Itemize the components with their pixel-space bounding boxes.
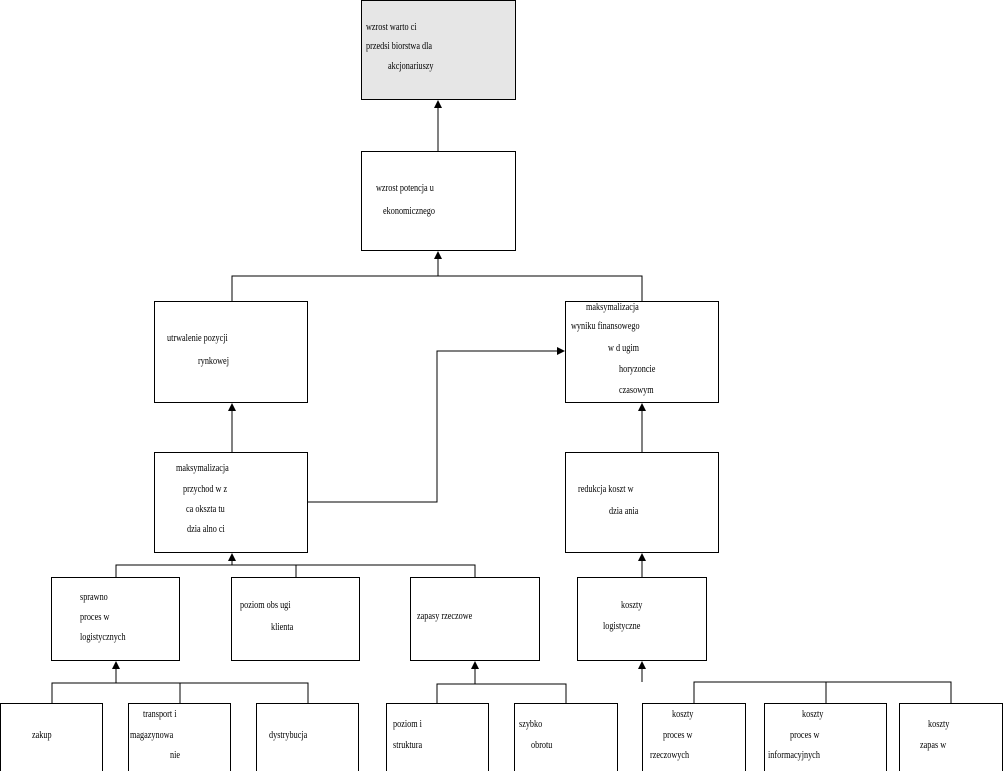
node-label-line: sprawno (80, 592, 108, 603)
branch-connector (436, 683, 567, 703)
arrow-connector (308, 347, 565, 503)
node-label-line: nie (170, 750, 181, 761)
node-logistics-process-efficiency (51, 577, 180, 661)
branch-connector (231, 275, 643, 301)
node-label-line: wzrost potencja u (376, 183, 434, 194)
node-label-line: proces w (790, 730, 820, 741)
node-label-line: przedsi biorstwa dla (366, 41, 433, 52)
node-distribution (256, 703, 359, 771)
node-label-line: szybko (519, 719, 543, 730)
node-inventory (410, 577, 540, 661)
node-label-line: w d ugim (608, 343, 639, 354)
node-label-line: redukcja koszt w (578, 484, 634, 495)
node-label-line: ekonomicznego (383, 206, 435, 217)
node-material-process-costs (642, 703, 746, 771)
node-financial-result-maximization (565, 301, 719, 403)
node-label-line: wzrost warto ci (366, 22, 417, 33)
node-label-line: magazynowa (130, 730, 174, 741)
node-label-line: horyzoncie (619, 364, 656, 375)
node-label-line: przychod w z (183, 484, 228, 495)
node-label-line: informacyjnych (768, 750, 820, 761)
node-company-value-growth (361, 0, 516, 100)
node-label-line: utrwalenie pozycji (167, 333, 228, 344)
node-label-line: proces w (663, 730, 693, 741)
node-market-position (154, 301, 308, 403)
node-label-line: rynkowej (198, 356, 229, 367)
node-transport-warehousing (128, 703, 231, 771)
node-label-line: maksymalizacja (176, 463, 229, 474)
node-label-line: rzeczowych (650, 750, 690, 761)
node-label-line: wyniku finansowego (571, 321, 640, 332)
node-turnover-speed (514, 703, 618, 771)
node-label-line: akcjonariuszy (388, 61, 434, 72)
branch-connector (693, 681, 952, 703)
node-label-line: koszty (621, 600, 643, 611)
node-label-line: zapas w (920, 740, 947, 751)
node-label-line: koszty (802, 709, 824, 720)
node-revenue-maximization (154, 452, 308, 553)
node-label-line: dystrybucja (269, 730, 308, 741)
node-label-line: klienta (271, 622, 294, 633)
node-label-line: ca okszta tu (186, 504, 225, 515)
node-logistics-costs (577, 577, 707, 661)
node-inventory-level-structure (386, 703, 489, 771)
node-economic-potential-growth (361, 151, 516, 251)
node-label-line: struktura (393, 740, 423, 751)
node-label-line: czasowym (619, 385, 654, 396)
node-customer-service-level (231, 577, 360, 661)
node-label-line: poziom obs ugi (240, 600, 291, 611)
node-label-line: maksymalizacja (586, 302, 639, 313)
node-label-line: dzia alno ci (187, 524, 225, 535)
node-label-line: obrotu (531, 740, 553, 751)
node-information-process-costs (764, 703, 887, 771)
node-label-line: zapasy rzeczowe (417, 611, 473, 622)
node-label-line: logistyczne (603, 621, 641, 632)
node-label-line: koszty (672, 709, 694, 720)
node-purchase (0, 703, 103, 771)
node-label-line: proces w (80, 612, 110, 623)
node-label-line: zakup (32, 730, 52, 741)
node-label-line: poziom i (393, 719, 422, 730)
node-inventory-costs (899, 703, 1003, 771)
node-label-line: koszty (928, 719, 950, 730)
node-label-line: dzia ania (609, 506, 639, 517)
node-label-line: transport i (143, 709, 177, 720)
node-label-line: logistycznych (80, 632, 126, 643)
node-cost-reduction (565, 452, 719, 553)
